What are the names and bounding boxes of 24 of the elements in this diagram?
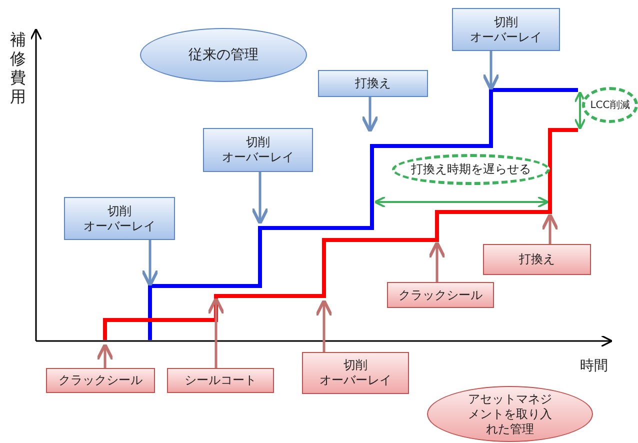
callout-box: 切削オーバーレイ: [452, 8, 560, 51]
arrow: [207, 297, 225, 368]
callout-box: 切削オーバーレイ: [302, 352, 409, 394]
axis-label: 補修費用: [10, 30, 27, 106]
arrow: [96, 343, 114, 368]
arrow: [251, 172, 269, 225]
callout-box: 打換え: [483, 244, 591, 275]
arrow: [428, 241, 446, 282]
dashed-ellipse: 打換え時期を遅らせる: [392, 154, 550, 185]
ellipse-label: アセットマネジメントを取り入れた管理: [427, 386, 593, 442]
arrow: [141, 240, 159, 287]
callout-box: クラックシール: [387, 282, 494, 308]
arrow: [361, 97, 379, 133]
callout-box: 打換え: [318, 70, 428, 97]
callout-box: クラックシール: [46, 368, 155, 393]
ellipse-label: 従来の管理: [140, 28, 307, 82]
axis-label: 時間: [580, 357, 608, 375]
callout-box: 切削オーバーレイ: [64, 197, 175, 240]
callout-box: 切削オーバーレイ: [203, 128, 313, 172]
arrow: [541, 213, 559, 244]
arrow: [482, 51, 500, 91]
arrow: [315, 299, 333, 352]
callout-box: シールコート: [167, 368, 274, 393]
dashed-ellipse: LCC削減: [582, 87, 638, 123]
